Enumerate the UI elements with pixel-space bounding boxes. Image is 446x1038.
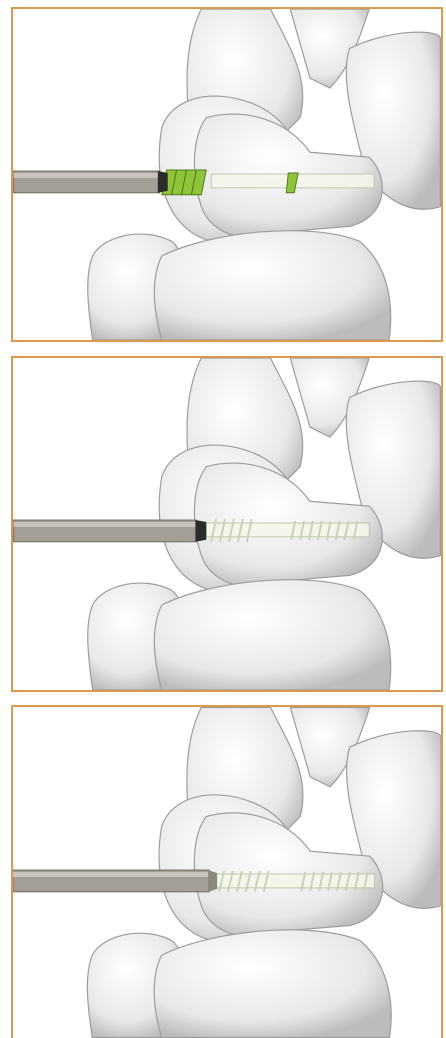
bone-illustration: [13, 358, 441, 690]
panel-step-2: [11, 356, 443, 692]
screwdriver[interactable]: [14, 171, 168, 193]
panel-step-1: [11, 7, 443, 342]
screwdriver[interactable]: [13, 870, 217, 892]
bone-illustration: [13, 707, 441, 1038]
screwdriver[interactable]: [14, 520, 207, 542]
panel-step-3: [11, 705, 443, 1038]
bone-illustration: [13, 9, 441, 340]
